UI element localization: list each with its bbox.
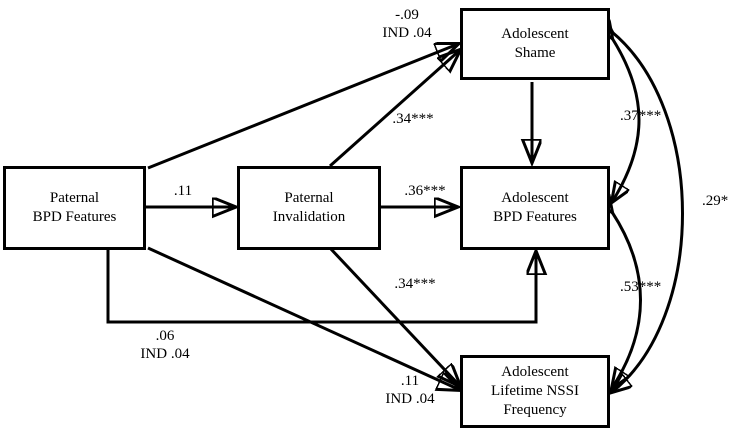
edge-label-invalidation-to-shame: .34*** (376, 110, 450, 128)
edge-label-correlation-adolescent-bpd-nssi: .53*** (620, 278, 694, 296)
edge-label-line: .11 (173, 183, 193, 199)
node-label-line: Frequency (503, 402, 567, 419)
edge-label-paternal-bpd-to-adolescent-bpd: .06 IND .04 (112, 327, 218, 364)
edge-label-line: .34*** (394, 276, 436, 292)
node-label-line: Paternal (49, 189, 100, 206)
node-label-line: Adolescent (501, 189, 569, 206)
edge-paternal-bpd-to-adolescent-shame (147, 44, 458, 170)
edge-label-line: .36*** (404, 183, 446, 199)
node-label-line: Adolescent (501, 363, 569, 380)
node-adolescent-shame[interactable]: Adolescent Shame (460, 8, 610, 80)
edge-label-correlation-shame-nssi: .29* (702, 192, 744, 210)
edge-paternal-invalidation-to-adolescent-shame (329, 50, 460, 168)
edge-label-paternal-bpd-to-shame: -.09 IND .04 (352, 6, 462, 43)
node-label-line: BPD Features (493, 209, 577, 225)
edge-label-shame-to-adolescent-bpd: .34*** (378, 275, 452, 293)
node-paternal-bpd-features[interactable]: Paternal BPD Features (3, 166, 146, 250)
edge-label-paternal-bpd-to-adolescent-nssi: .11 IND .04 (358, 372, 462, 409)
node-adolescent-lifetime-nssi-frequency[interactable]: Adolescent Lifetime NSSI Frequency (460, 355, 610, 428)
edge-label-line: .37*** (620, 108, 662, 124)
edge-paternal-invalidation-to-adolescent-nssi (328, 246, 460, 386)
edge-label-line: .11 (400, 373, 420, 389)
correlation-adolescent-bpd-nssi (612, 212, 642, 388)
node-label-line: Adolescent (501, 25, 569, 42)
edge-label-line: .06 (155, 328, 175, 344)
edge-label-line: .29* (702, 193, 729, 209)
edge-label-line: IND .04 (140, 346, 190, 363)
edge-label-correlation-shame-adolescent-bpd: .37*** (620, 107, 694, 125)
edge-label-line: .53*** (620, 279, 662, 295)
node-label-line: Paternal (284, 189, 334, 206)
node-paternal-invalidation[interactable]: Paternal Invalidation (237, 166, 381, 250)
edge-paternal-bpd-to-adolescent-nssi (147, 246, 460, 390)
edge-label-line: IND .04 (382, 25, 432, 42)
edge-paternal-bpd-to-adolescent-bpd (106, 248, 536, 324)
node-label-line: Shame (514, 45, 556, 61)
node-adolescent-bpd-features[interactable]: Adolescent BPD Features (460, 166, 610, 250)
edge-label-invalidation-to-adolescent-bpd: .36*** (388, 182, 462, 200)
edge-label-line: -.09 (395, 7, 419, 23)
correlation-shame-nssi (612, 32, 684, 392)
edge-label-paternal-bpd-to-invalidation: .11 (160, 182, 206, 200)
edge-label-line: .34*** (392, 111, 434, 127)
node-label-line: Invalidation (272, 209, 346, 225)
edge-label-line: IND .04 (385, 391, 435, 408)
node-label-line: Lifetime NSSI (491, 382, 579, 399)
node-label-line: BPD Features (32, 209, 117, 225)
